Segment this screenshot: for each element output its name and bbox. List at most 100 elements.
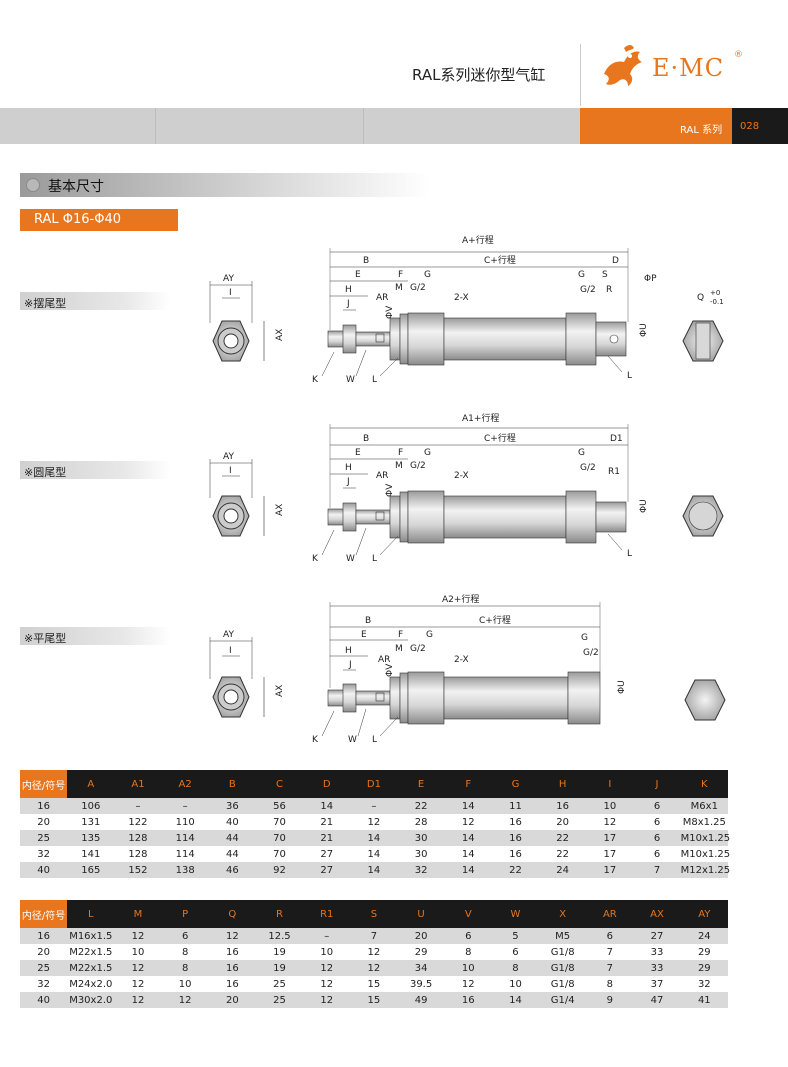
table-cell: 14 xyxy=(444,830,492,846)
table-header-cell: 内径/符号 xyxy=(20,770,68,798)
table-cell: 37 xyxy=(633,976,681,992)
table-header-cell: B xyxy=(208,770,256,798)
dim-label: L xyxy=(372,375,377,385)
table-cell: 16 xyxy=(208,960,256,976)
table-header-cell: C xyxy=(255,770,304,798)
table-cell: M10x1.25 xyxy=(680,846,730,862)
dim-label: G/2 xyxy=(410,461,426,471)
table-cell: 16 xyxy=(20,798,68,814)
table-cell: 22 xyxy=(539,846,587,862)
table-cell: 47 xyxy=(633,992,681,1008)
dim-label: K xyxy=(312,375,319,385)
table-header-cell: Q xyxy=(208,900,256,928)
dim-label: G xyxy=(578,270,585,280)
dim-label: L xyxy=(372,554,377,564)
end-view-round xyxy=(682,495,724,537)
dim-label: ΦU xyxy=(639,499,649,513)
table-cell: 30 xyxy=(397,846,445,862)
table-cell: 8 xyxy=(444,944,492,960)
table-cell: 6 xyxy=(633,830,681,846)
table-cell: 92 xyxy=(255,862,304,878)
table-cell: 12 xyxy=(161,992,209,1008)
table-cell: 14 xyxy=(444,862,492,878)
table-cell: 165 xyxy=(67,862,115,878)
dim-label: I xyxy=(229,646,232,656)
page-number: 028 xyxy=(740,121,760,132)
table-cell: 7 xyxy=(633,862,681,878)
table-cell: 32 xyxy=(680,976,728,992)
dim-label: M xyxy=(395,283,403,293)
dim-label: AY xyxy=(223,274,234,284)
table-cell: M24x2.0 xyxy=(67,976,115,992)
dim-label: ΦV xyxy=(385,663,395,677)
table-cell: 9 xyxy=(586,992,634,1008)
dim-label: H xyxy=(345,285,352,295)
dim-label: AY xyxy=(223,452,234,462)
front-view-clevis: AY I AX xyxy=(209,274,285,362)
table-cell: 40 xyxy=(20,862,68,878)
dim-label: 2-X xyxy=(454,471,469,481)
dim-label: A+行程 xyxy=(462,234,494,246)
section-bullet-icon xyxy=(26,178,40,192)
table-cell: 29 xyxy=(680,944,728,960)
table-cell: 14 xyxy=(350,862,398,878)
table-header-cell: L xyxy=(67,900,115,928)
table-cell: 21 xyxy=(303,830,351,846)
table-cell: 12 xyxy=(114,992,162,1008)
bore-range-text: RAL Φ16-Φ40 xyxy=(34,212,122,227)
dimension-drawings: AY I AX A+行程 B C+行程 D E F G G S ΦP H M G… xyxy=(209,234,726,745)
table-cell: M30x2.0 xyxy=(67,992,115,1008)
table-cell: 15 xyxy=(350,992,398,1008)
section-header-bar xyxy=(20,173,430,197)
table-cell: 40 xyxy=(208,814,256,830)
dim-label: G/2 xyxy=(410,644,426,654)
table-header-cell: A xyxy=(67,770,115,798)
dim-label: G xyxy=(426,630,433,640)
table-header-cell: D1 xyxy=(350,770,398,798)
end-view-clevis: Q +0 -0.1 xyxy=(682,289,724,362)
table-cell: 20 xyxy=(20,814,68,830)
dim-label: E xyxy=(355,270,361,280)
dim-label: G xyxy=(424,448,431,458)
dim-label: 2-X xyxy=(454,293,469,303)
dim-label: F xyxy=(398,270,403,280)
type-label-flat: ※平尾型 xyxy=(24,632,67,645)
table-cell: 14 xyxy=(444,846,492,862)
table-cell: M12x1.25 xyxy=(680,862,730,878)
dim-label: C+行程 xyxy=(479,614,511,626)
table-cell: M22x1.5 xyxy=(67,944,115,960)
table-cell: 20 xyxy=(20,944,68,960)
band-separator xyxy=(363,108,364,144)
table-cell: 33 xyxy=(633,944,681,960)
table-cell: 8 xyxy=(161,944,209,960)
table-cell: 6 xyxy=(633,846,681,862)
table-cell: 128 xyxy=(114,830,162,846)
table-cell: 12 xyxy=(114,976,162,992)
table-cell: 10 xyxy=(114,944,162,960)
dim-label: G xyxy=(424,270,431,280)
table-cell: M22x1.5 xyxy=(67,960,115,976)
table-cell: 10 xyxy=(444,960,492,976)
table-cell: 8 xyxy=(161,960,209,976)
table-cell: 19 xyxy=(255,960,304,976)
table-cell: 27 xyxy=(633,928,681,944)
dim-label: A1+行程 xyxy=(462,412,499,424)
table-cell: 32 xyxy=(20,846,68,862)
type-label-bar xyxy=(20,461,170,479)
table-header-cell: E xyxy=(397,770,445,798)
dim-label: W xyxy=(346,375,355,385)
dim-label: A2+行程 xyxy=(442,593,479,605)
table-cell: 12 xyxy=(303,960,351,976)
table-header-cell: X xyxy=(539,900,587,928)
dim-label: I xyxy=(229,466,232,476)
table-cell: 6 xyxy=(633,814,681,830)
dim-label: G xyxy=(578,448,585,458)
page-number-box xyxy=(732,108,788,144)
table-cell: 33 xyxy=(633,960,681,976)
dim-label: E xyxy=(361,630,367,640)
dim-label: ΦV xyxy=(385,305,395,319)
